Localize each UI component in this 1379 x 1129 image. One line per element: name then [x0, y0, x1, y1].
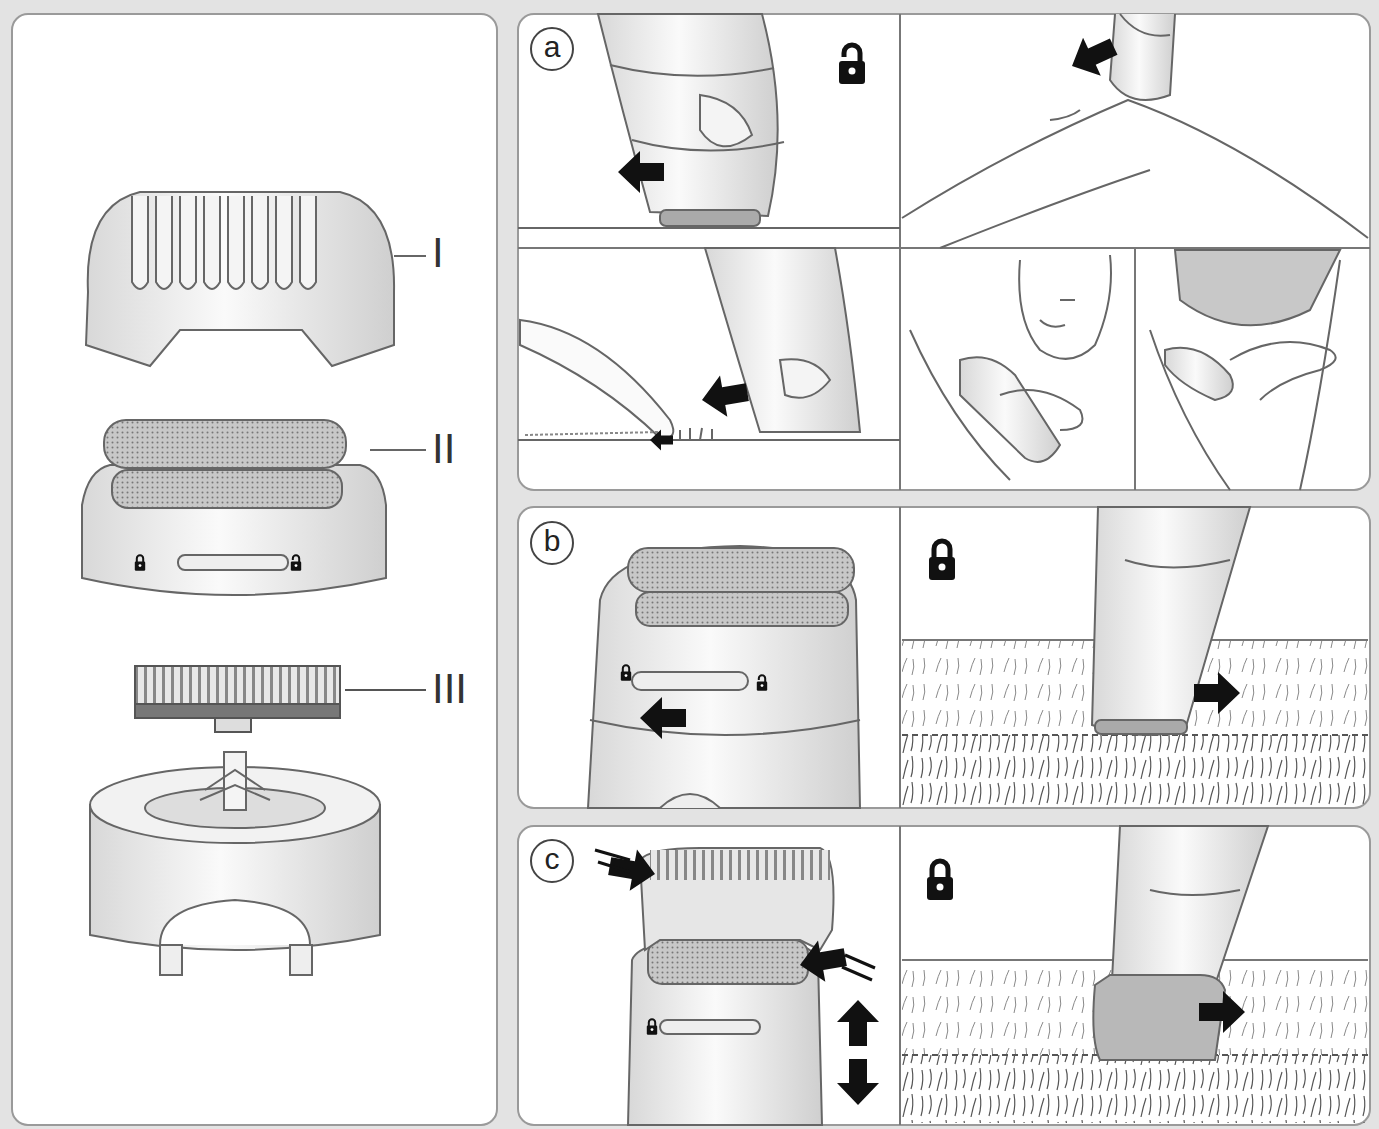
- part-numeral: II: [432, 428, 455, 470]
- panel-letter: c: [529, 838, 575, 884]
- panel-letter-text: a: [529, 26, 575, 72]
- panel-letter: b: [529, 520, 575, 566]
- panel-letter-text: b: [529, 520, 575, 566]
- panel-letter-text: c: [529, 838, 575, 884]
- panel-letter: a: [529, 26, 575, 72]
- part-numeral: III: [432, 668, 467, 710]
- part-numeral: I: [432, 232, 444, 274]
